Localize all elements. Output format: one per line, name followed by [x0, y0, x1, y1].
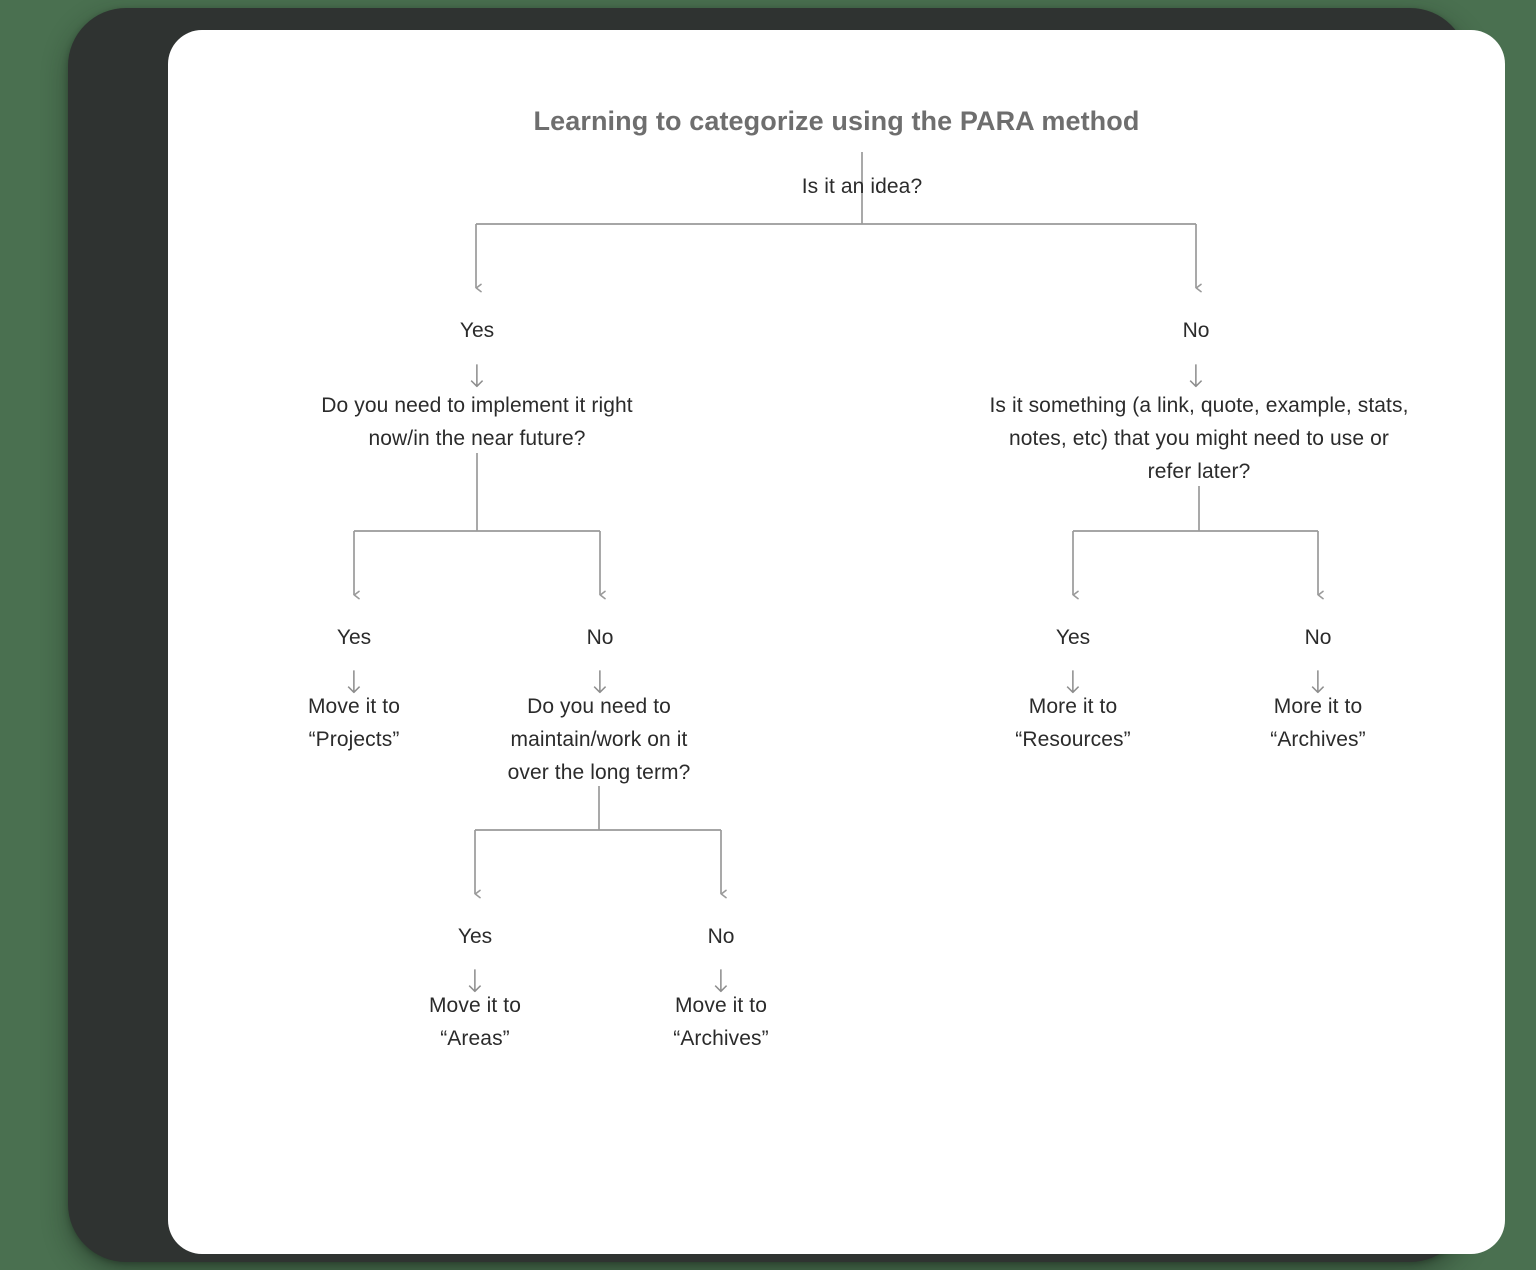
node-outcome-projects: Move it to “Projects” [307, 695, 401, 751]
edge-label-root-yes: Yes [459, 319, 495, 342]
arrow-down-icon-maintain-no: ↓ [708, 964, 734, 1000]
node-question-maintain: Do you need to maintain/work on it over … [507, 695, 691, 784]
node-outcome-archives-right: More it to “Archives” [1270, 695, 1366, 751]
device-frame: Learning to categorize using the PARA me… [68, 8, 1505, 1262]
arrow-down-icon-implement-yes: ↓ [341, 665, 367, 701]
node-outcome-resources: More it to “Resources” [1015, 695, 1131, 751]
edge-label-root-no: No [1182, 319, 1210, 342]
arrow-down-icon-root-yes: ↓ [464, 359, 490, 395]
edge-label-implement-yes: Yes [336, 626, 372, 649]
edge-label-something-yes: Yes [1055, 626, 1091, 649]
arrow-down-icon-root-no: ↓ [1183, 359, 1209, 395]
edge-label-maintain-no: No [707, 925, 735, 948]
arrow-down-icon-something-yes: ↓ [1060, 665, 1086, 701]
node-outcome-archives-left: Move it to “Archives” [673, 994, 769, 1050]
page-title: Learning to categorize using the PARA me… [533, 106, 1140, 136]
arrow-down-icon-something-no: ↓ [1305, 665, 1331, 701]
arrow-down-icon-implement-no: ↓ [587, 665, 613, 701]
edge-label-maintain-yes: Yes [457, 925, 493, 948]
screen-card: Learning to categorize using the PARA me… [168, 30, 1505, 1254]
edge-label-implement-no: No [586, 626, 614, 649]
arrow-down-icon-maintain-yes: ↓ [462, 964, 488, 1000]
flowchart-diagram: Learning to categorize using the PARA me… [168, 30, 1505, 1254]
node-question-something: Is it something (a link, quote, example,… [989, 394, 1409, 483]
edge-label-something-no: No [1304, 626, 1332, 649]
node-question-implement: Do you need to implement it right now/in… [321, 394, 633, 450]
node-root-question: Is it an idea? [801, 175, 923, 198]
node-outcome-areas: Move it to “Areas” [428, 994, 522, 1050]
